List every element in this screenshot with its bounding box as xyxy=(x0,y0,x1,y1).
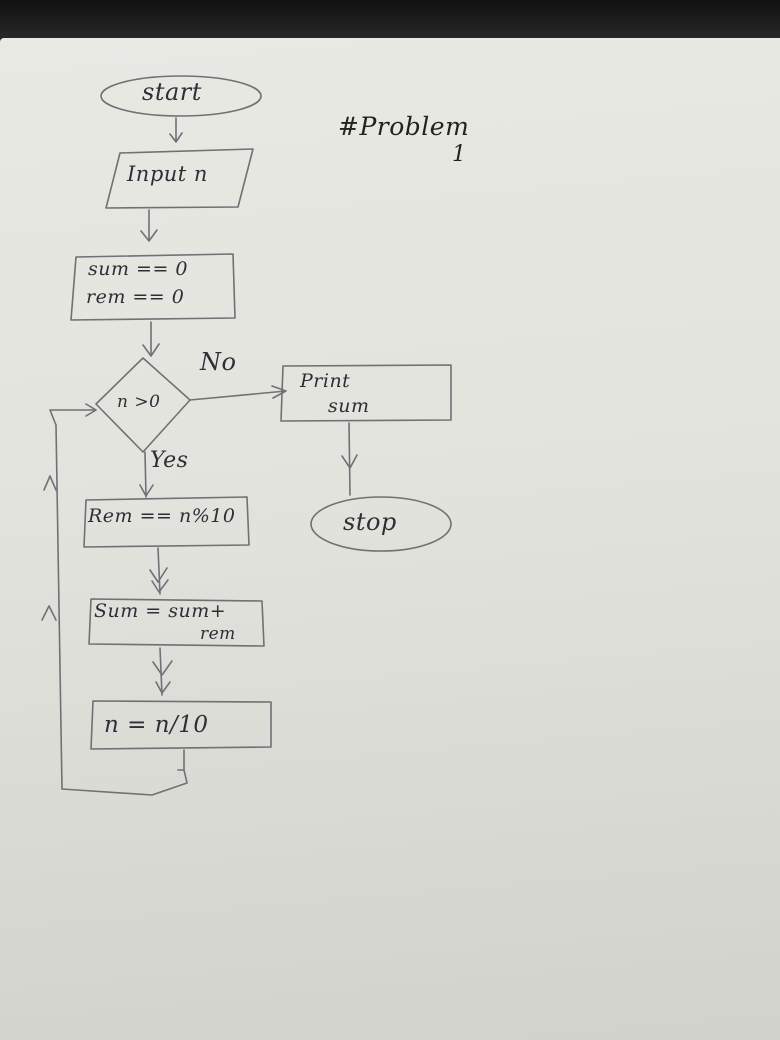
background-shadow xyxy=(0,0,780,44)
rem-label: Rem == n%10 xyxy=(88,505,236,527)
problem-number: 1 xyxy=(452,142,467,167)
arrow-input-init xyxy=(140,209,158,242)
input-label: Input n xyxy=(127,162,208,186)
arrow-start-input xyxy=(169,117,183,143)
arrow-no-print xyxy=(189,385,287,401)
start-label: start xyxy=(142,78,202,106)
divide-label: n = n/10 xyxy=(104,712,209,738)
stop-label: stop xyxy=(343,508,397,536)
start-terminator xyxy=(100,75,262,117)
problem-note: #Problem xyxy=(338,112,470,141)
sum-label-line1: Sum = sum+ xyxy=(94,600,227,622)
arrow-sum-divide xyxy=(152,647,173,696)
arrow-init-decision xyxy=(142,321,160,357)
print-process-box xyxy=(280,364,452,422)
loop-back-line xyxy=(49,409,188,796)
loop-arrowhead-mid xyxy=(41,605,57,621)
loop-arrowhead-top xyxy=(85,403,97,417)
sum-label-line2: rem xyxy=(200,624,236,644)
print-label-line1: Print xyxy=(300,370,351,392)
init-rem-label: rem == 0 xyxy=(86,286,185,308)
input-parallelogram xyxy=(105,148,254,209)
init-process-box xyxy=(70,253,236,321)
init-sum-label: sum == 0 xyxy=(88,258,189,280)
rem-process-box xyxy=(83,496,250,548)
sum-process-box xyxy=(88,598,265,647)
arrow-rem-sum xyxy=(149,547,169,595)
arrow-yes-rem xyxy=(139,451,154,498)
decision-label: n >0 xyxy=(117,392,161,412)
paper-sheet xyxy=(0,38,780,1040)
yes-label: Yes xyxy=(150,448,189,473)
loop-arrowhead-lower xyxy=(43,475,57,491)
divide-process-box xyxy=(90,700,272,750)
decision-diamond xyxy=(95,357,191,453)
print-label-line2: sum xyxy=(328,395,370,417)
stop-terminator xyxy=(310,496,452,552)
no-label: No xyxy=(200,348,237,376)
arrow-print-stop xyxy=(341,422,358,496)
